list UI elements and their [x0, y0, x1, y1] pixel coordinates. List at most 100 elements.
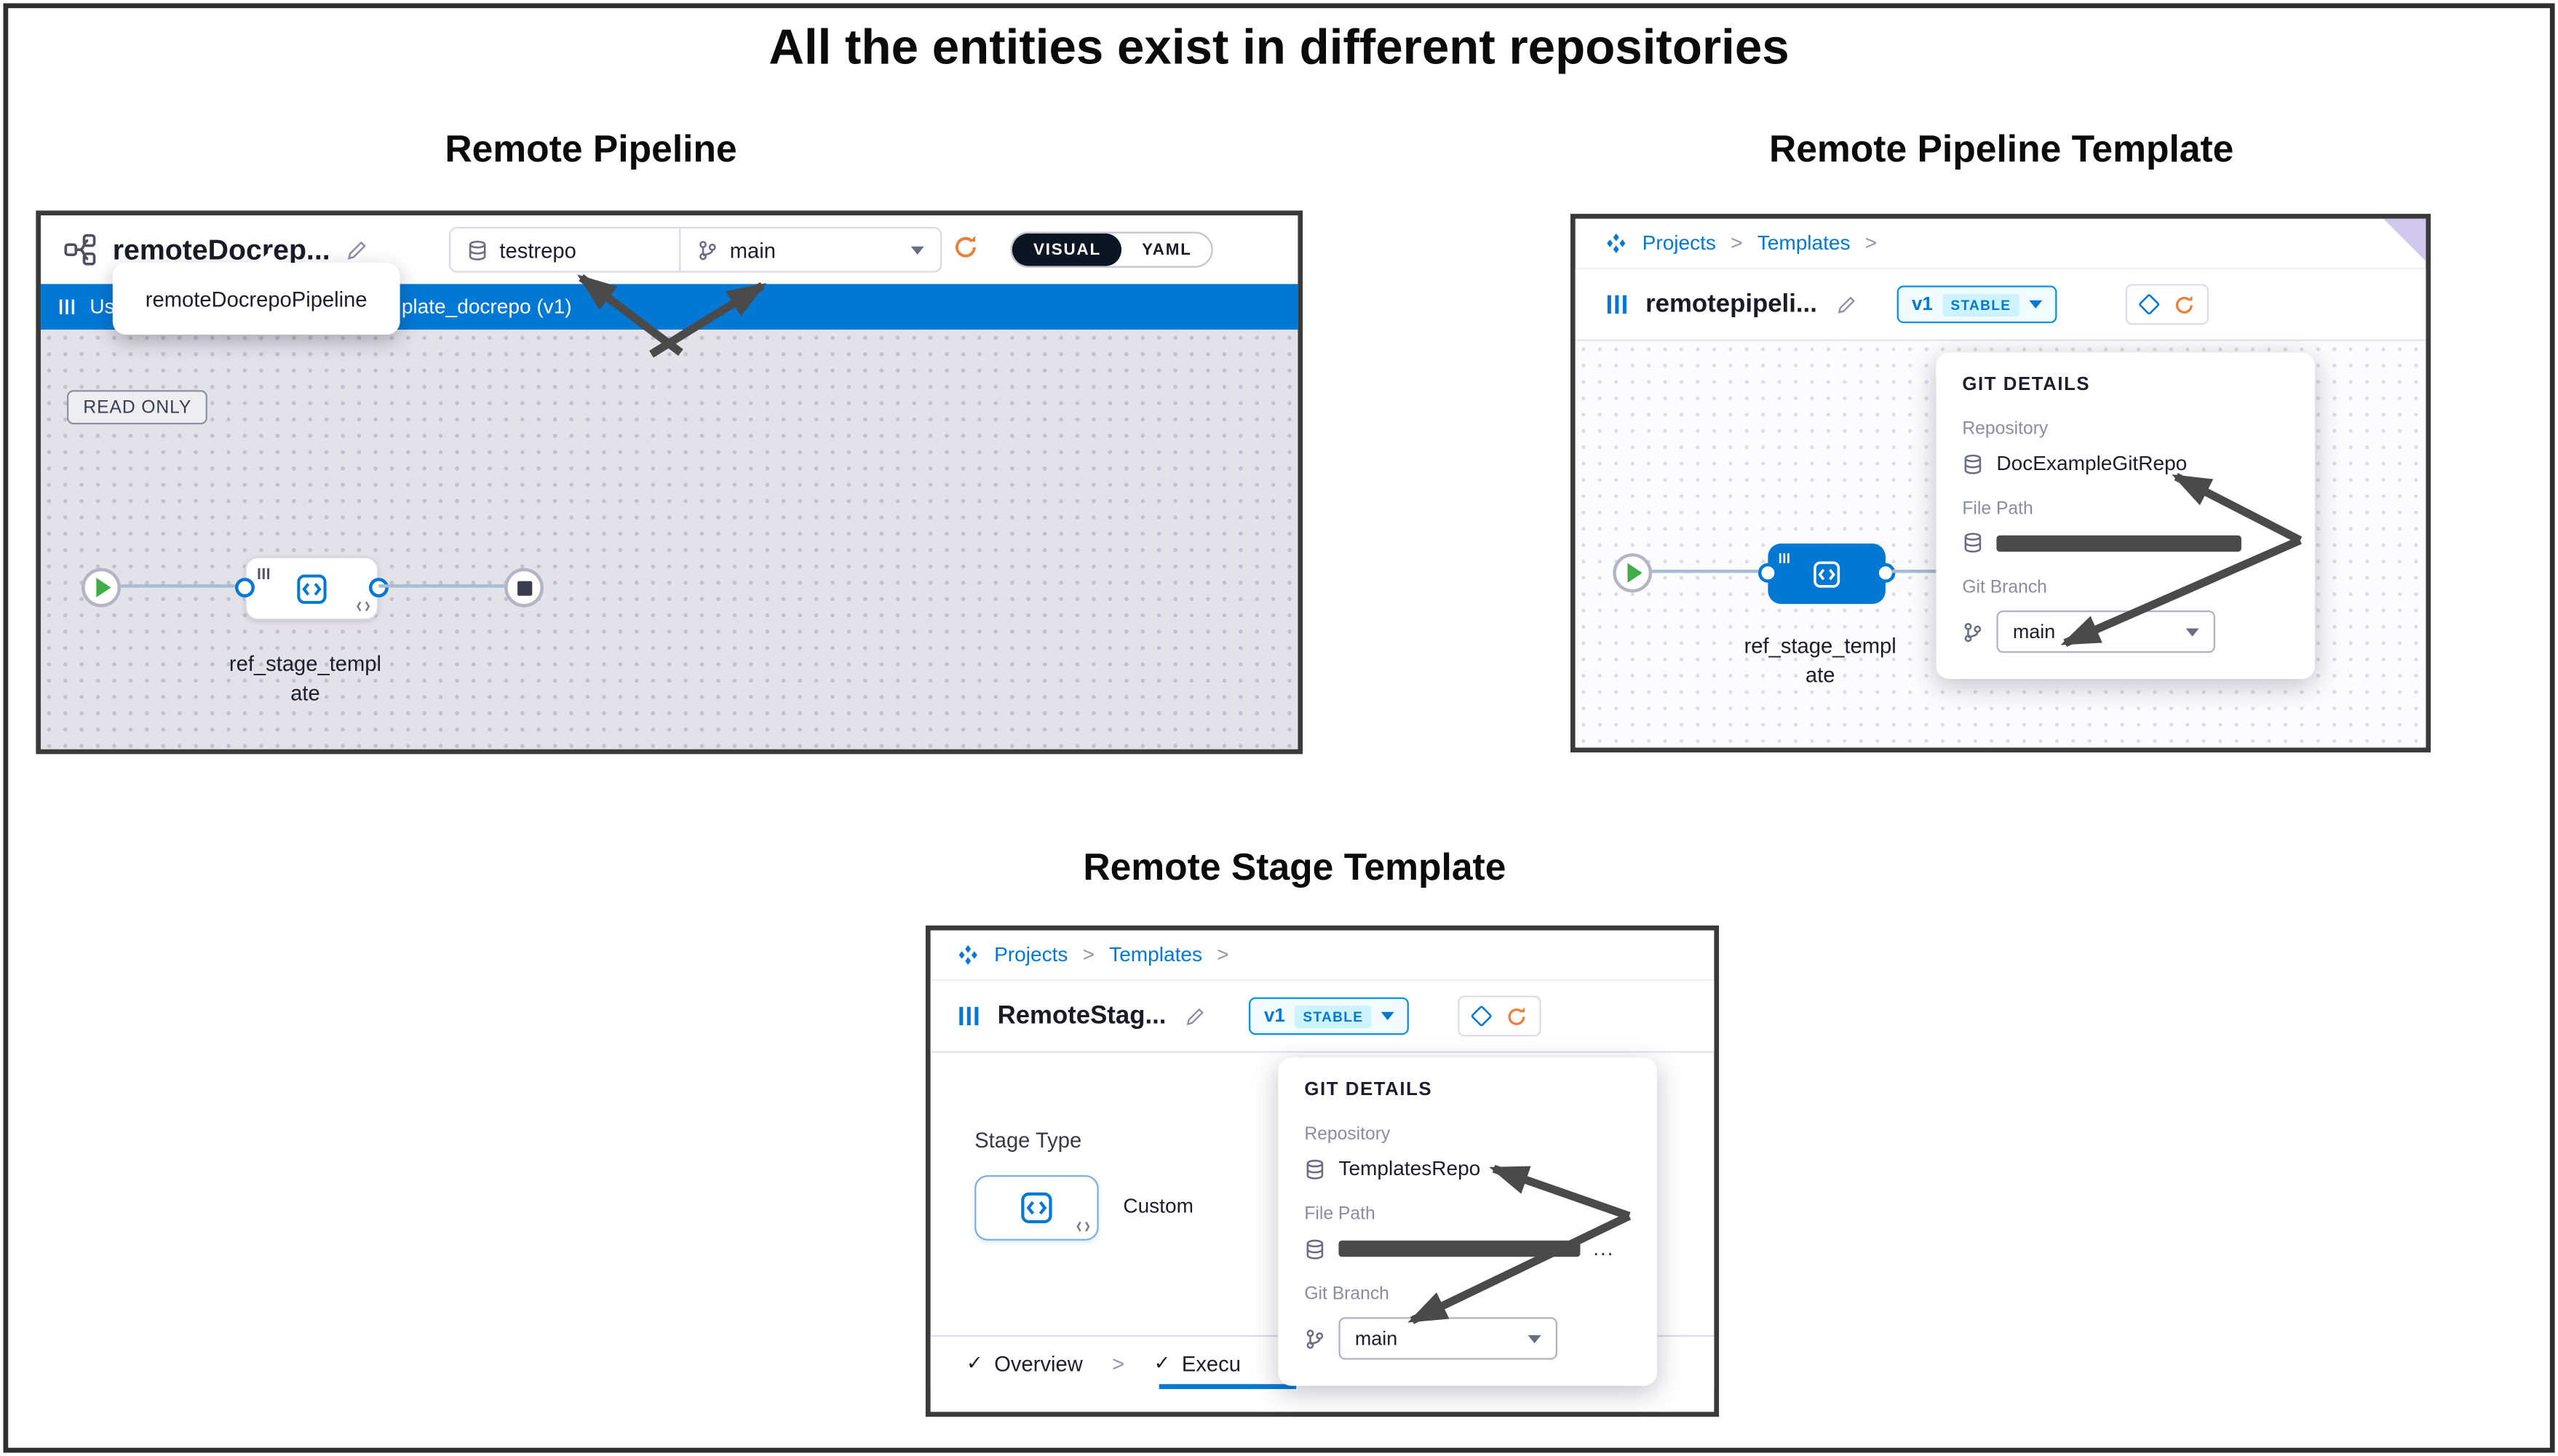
- visual-toggle-button[interactable]: VISUAL: [1012, 233, 1123, 266]
- template-bars-icon: [1605, 293, 1629, 317]
- branch-selector[interactable]: main: [680, 228, 940, 271]
- breadcrumb-projects[interactable]: Projects: [1642, 231, 1716, 255]
- breadcrumb-templates[interactable]: Templates: [1757, 231, 1851, 255]
- remote-stage-template-panel: Projects > Templates > RemoteStag... v1 …: [925, 925, 1720, 1417]
- stage-node[interactable]: [245, 556, 379, 621]
- branch-value: main: [2012, 620, 2056, 643]
- redacted-file-path: [1996, 534, 2241, 552]
- using-template-banner: Us plate_docrepo (v1) remoteDocrepoPipel…: [41, 251, 1298, 335]
- repository-value: TemplatesRepo: [1338, 1157, 1481, 1180]
- version-dropdown[interactable]: v1 STABLE: [1896, 285, 2057, 324]
- banner-text-end: plate_docrepo (v1): [401, 295, 572, 319]
- refresh-icon[interactable]: [952, 234, 980, 261]
- projects-icon: [957, 944, 980, 966]
- repository-icon: [1304, 1158, 1325, 1179]
- yaml-toggle-button[interactable]: YAML: [1142, 240, 1192, 259]
- heading-remote-pipeline: Remote Pipeline: [445, 127, 737, 170]
- branch-select[interactable]: main: [1996, 610, 2216, 653]
- chevron-down-icon: [1381, 1011, 1395, 1020]
- stage-type-label: Stage Type: [974, 1128, 1082, 1153]
- edit-icon[interactable]: [346, 239, 369, 261]
- git-branch-icon: [697, 239, 718, 260]
- template-name: remotepipeli...: [1645, 290, 1817, 318]
- branch-select[interactable]: main: [1338, 1317, 1558, 1360]
- repo-selector[interactable]: testrepo: [450, 228, 679, 271]
- breadcrumb-separator: >: [1731, 231, 1743, 255]
- edge-stage-end: [378, 584, 505, 588]
- breadcrumb-separator: >: [1864, 231, 1878, 255]
- git-branch-label: Git Branch: [1304, 1284, 1389, 1305]
- stable-badge: STABLE: [1942, 293, 2019, 317]
- template-bars-icon: [256, 566, 271, 581]
- edge-start-stage: [120, 584, 245, 588]
- template-bars-icon: [1778, 552, 1791, 565]
- file-path-label: File Path: [1962, 499, 2033, 520]
- edge-stage-right: [1891, 569, 1945, 573]
- refresh-icon[interactable]: [2172, 293, 2195, 316]
- tab-separator: >: [1112, 1350, 1125, 1375]
- template-bars-icon: [957, 1004, 982, 1029]
- repository-icon: [1962, 532, 1983, 553]
- stage-type-value: Custom: [1123, 1195, 1193, 1218]
- edit-icon[interactable]: [1837, 294, 1858, 315]
- check-icon: ✓: [966, 1351, 983, 1375]
- chevron-down-icon: [2185, 627, 2199, 636]
- chevron-down-icon: [2029, 300, 2042, 309]
- pipeline-name-tooltip: remoteDocrepoPipeline: [112, 251, 400, 335]
- play-icon: [1627, 562, 1643, 583]
- git-buttons: [1458, 995, 1541, 1037]
- breadcrumb-templates[interactable]: Templates: [1109, 943, 1203, 966]
- breadcrumb-projects[interactable]: Projects: [994, 943, 1068, 966]
- version-dropdown[interactable]: v1 STABLE: [1249, 997, 1410, 1035]
- stage-node[interactable]: [1768, 543, 1886, 604]
- stop-icon: [516, 580, 532, 595]
- git-details-title: GIT DETAILS: [1304, 1080, 1433, 1100]
- branch-value: main: [1354, 1326, 1398, 1350]
- heading-remote-stage-template: Remote Stage Template: [1083, 845, 1506, 888]
- remote-pipeline-panel: remoteDocrep... testrepo: [36, 210, 1303, 755]
- template-icon: [57, 297, 77, 317]
- repository-value: DocExampleGitRepo: [1996, 452, 2188, 475]
- start-node[interactable]: [82, 568, 121, 608]
- start-node[interactable]: [1613, 553, 1653, 593]
- pipeline-icon: [63, 234, 96, 266]
- git-sync-icon[interactable]: [1471, 1006, 1492, 1027]
- read-only-badge: READ ONLY: [66, 390, 208, 425]
- repository-icon: [1962, 453, 1983, 474]
- file-path-ellipsis: ...: [1593, 1237, 1615, 1260]
- git-details-popover: GIT DETAILS Repository TemplatesRepo Fil…: [1278, 1057, 1657, 1386]
- branch-name: main: [729, 237, 776, 263]
- tab-overview[interactable]: ✓ Overview: [966, 1350, 1083, 1375]
- chevron-down-icon: [910, 245, 924, 254]
- git-context-selector: testrepo main: [448, 226, 942, 273]
- git-sync-icon[interactable]: [2138, 294, 2159, 315]
- outer-frame: [3, 3, 2555, 1453]
- tab-execution-label: Execu: [1181, 1350, 1241, 1375]
- tab-execution[interactable]: ✓ Execu: [1154, 1350, 1241, 1375]
- template-titlebar: remotepipeli... v1 STABLE: [1575, 269, 2426, 341]
- visual-yaml-toggle: VISUAL YAML: [1010, 231, 1213, 268]
- active-tab-underline: [1159, 1384, 1297, 1389]
- connector-dot: [1875, 562, 1896, 583]
- chevron-down-icon: [1528, 1334, 1541, 1343]
- git-branch-icon: [1962, 621, 1983, 643]
- redacted-file-path: [1338, 1240, 1581, 1257]
- repository-label: Repository: [1304, 1124, 1391, 1145]
- tooltip-text: remoteDocrepoPipeline: [145, 286, 368, 311]
- divider: [679, 228, 681, 271]
- pipeline-canvas: READ ONLY ref_stage_templa: [41, 330, 1298, 749]
- edit-icon[interactable]: [1185, 1006, 1207, 1027]
- custom-stage-card[interactable]: [974, 1175, 1099, 1241]
- refresh-icon[interactable]: [1506, 1005, 1528, 1027]
- version-label: v1: [1264, 1006, 1285, 1026]
- version-label: v1: [1911, 294, 1933, 314]
- banner-text-start: Us: [90, 295, 115, 319]
- end-node[interactable]: [504, 568, 544, 608]
- repository-label: Repository: [1962, 419, 2049, 439]
- git-buttons: [2125, 284, 2209, 325]
- git-branch-icon: [1304, 1328, 1325, 1349]
- repository-icon: [1304, 1238, 1325, 1259]
- connector-dot: [368, 578, 389, 598]
- git-branch-label: Git Branch: [1962, 578, 2047, 598]
